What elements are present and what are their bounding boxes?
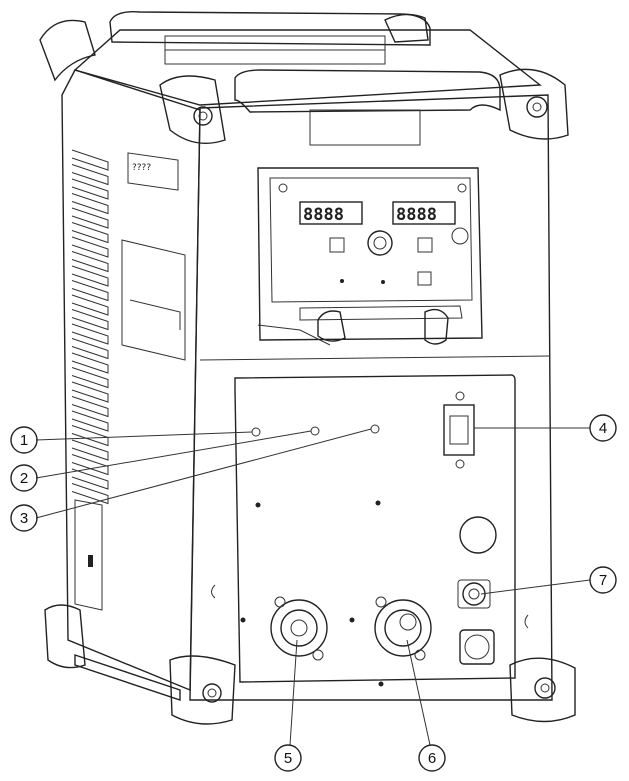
adjustment-knob[interactable]: [367, 230, 393, 256]
callout-4: 4: [589, 414, 617, 442]
vent-slat: [71, 410, 109, 432]
main-power-switch[interactable]: [443, 404, 475, 456]
callout-6-label: 6: [428, 750, 436, 767]
right-display-value: 8888: [396, 205, 437, 225]
vent-slat: [71, 483, 109, 505]
vent-slat: [71, 381, 109, 403]
bottom-rail: [74, 654, 181, 701]
left-panel-button[interactable]: [329, 237, 345, 253]
vent-slat: [71, 178, 109, 200]
machine-body: [61, 29, 553, 701]
vent-slat: [71, 367, 109, 389]
indicator-led-1: [251, 427, 261, 437]
callout-5-label: 5: [284, 750, 292, 767]
control-connector[interactable]: [462, 582, 486, 606]
vent-slat: [71, 280, 109, 302]
corner-bumper-top-left: [39, 19, 226, 144]
mode-switch[interactable]: [417, 271, 432, 286]
vent-slat: [71, 193, 109, 215]
leader-lines: [35, 427, 591, 746]
side-label-text: ????: [132, 163, 151, 173]
corner-bumper-bottom-left: [44, 604, 236, 725]
callout-6: 6: [418, 744, 446, 772]
connection-panel: [211, 374, 529, 687]
vent-slat: [71, 294, 109, 316]
right-display: [392, 201, 456, 225]
auxiliary-socket[interactable]: [459, 516, 497, 554]
vent-slat: [71, 352, 109, 374]
output-terminal-negative[interactable]: [270, 599, 328, 657]
vent-slat: [71, 164, 109, 186]
callout-2: 2: [10, 464, 38, 492]
corner-bumper-bottom-right: [509, 657, 576, 723]
left-cover-latch[interactable]: [317, 310, 346, 342]
callout-1-label: 1: [20, 432, 28, 449]
vent-slat: [71, 468, 109, 490]
control-panel: 8888 8888: [257, 167, 483, 346]
callout-7-label: 7: [599, 572, 607, 589]
callout-4-label: 4: [599, 420, 607, 437]
output-terminal-positive[interactable]: [374, 599, 432, 657]
vent-slat: [71, 265, 109, 287]
vent-slat: [71, 236, 109, 258]
remote-socket[interactable]: [459, 629, 495, 665]
vent-slat: [71, 323, 109, 345]
vent-slat: [71, 396, 109, 418]
callout-7: 7: [589, 566, 617, 594]
callout-1: 1: [10, 426, 38, 454]
vent-slat: [71, 454, 109, 476]
vent-slat: [71, 149, 109, 171]
side-label-plate: ????: [127, 152, 179, 191]
left-display-value: 8888: [303, 205, 344, 225]
vent-slat: [71, 222, 109, 244]
corner-bumper-top-right: [384, 13, 569, 140]
side-vents: [71, 149, 109, 505]
side-sticker-fold: [129, 299, 181, 330]
top-handle: [109, 11, 501, 146]
callout-3-label: 3: [20, 510, 28, 527]
vent-slat: [71, 439, 109, 461]
vent-slat: [71, 309, 109, 331]
indicator-led-2: [310, 426, 320, 436]
side-sticker: [121, 239, 186, 361]
right-panel-button[interactable]: [417, 237, 433, 253]
vent-slat: [71, 425, 109, 447]
right-cover-latch[interactable]: [424, 308, 449, 345]
left-display: [299, 201, 363, 225]
callout-2-label: 2: [20, 470, 28, 487]
vent-slat: [71, 338, 109, 360]
callout-3: 3: [10, 504, 38, 532]
indicator-led-3: [370, 424, 380, 434]
side-slot-mark: [88, 555, 93, 567]
vent-slat: [71, 207, 109, 229]
vent-slat: [71, 251, 109, 273]
callout-5: 5: [274, 744, 302, 772]
